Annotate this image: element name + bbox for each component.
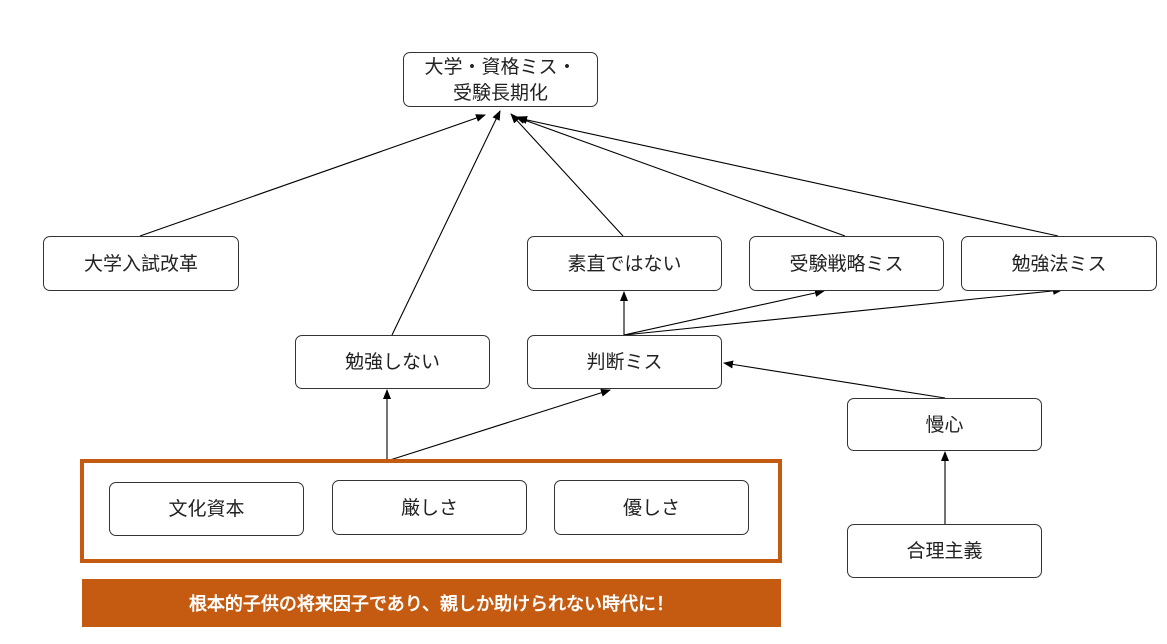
edge-strategy-to-top	[515, 116, 846, 237]
node-method-mistake: 勉強法ミス	[961, 236, 1157, 291]
node-entrance-reform: 大学入試改革	[43, 236, 239, 291]
node-method-mistake-label: 勉強法ミス	[1011, 252, 1107, 275]
node-strictness: 厳しさ	[332, 480, 527, 535]
edge-reform-to-top	[139, 114, 486, 237]
node-not-honest: 素直ではない	[527, 236, 722, 291]
node-rationalism-label: 合理主義	[906, 540, 983, 562]
node-misjudge: 判断ミス	[527, 335, 722, 389]
edge-not-honest-to-top	[510, 113, 624, 237]
node-kindness-label: 優しさ	[622, 496, 680, 519]
node-misjudge-label: 判断ミス	[586, 351, 663, 373]
node-not-honest-label: 素直ではない	[567, 252, 682, 275]
node-rationalism: 合理主義	[847, 524, 1042, 578]
root-cause-banner: 根本的子供の将来因子であり、親しか助けられない時代に！	[82, 579, 781, 627]
edge-conceit-to-misjudge	[723, 360, 946, 399]
node-university-mistake-label: 大学・資格ミス・受験長期化	[424, 55, 577, 104]
root-cause-banner-text: 根本的子供の将来因子であり、親しか助けられない時代に！	[188, 594, 675, 615]
node-entrance-reform-label: 大学入試改革	[83, 252, 198, 275]
edge-method-to-top	[517, 116, 1059, 237]
node-no-study: 勉強しない	[295, 335, 490, 389]
node-strategy-mistake: 受験戦略ミス	[749, 236, 944, 291]
edge-group-to-misjudge	[389, 388, 611, 461]
node-kindness: 優しさ	[554, 480, 749, 535]
node-conceit-label: 慢心	[925, 413, 964, 436]
node-no-study-label: 勉強しない	[344, 351, 440, 373]
node-conceit: 慢心	[847, 398, 1042, 451]
node-university-mistake: 大学・資格ミス・受験長期化	[403, 52, 598, 107]
node-culture-capital: 文化資本	[109, 482, 304, 536]
node-strictness-label: 厳しさ	[400, 496, 458, 519]
edge-misjudge-to-strategy	[623, 289, 825, 336]
node-culture-capital-label: 文化資本	[168, 498, 245, 520]
edge-no-study-to-top	[391, 110, 501, 336]
node-strategy-mistake-label: 受験戦略ミス	[789, 252, 904, 275]
factor-group-box	[80, 459, 782, 563]
edge-misjudge-to-method	[623, 286, 1063, 336]
